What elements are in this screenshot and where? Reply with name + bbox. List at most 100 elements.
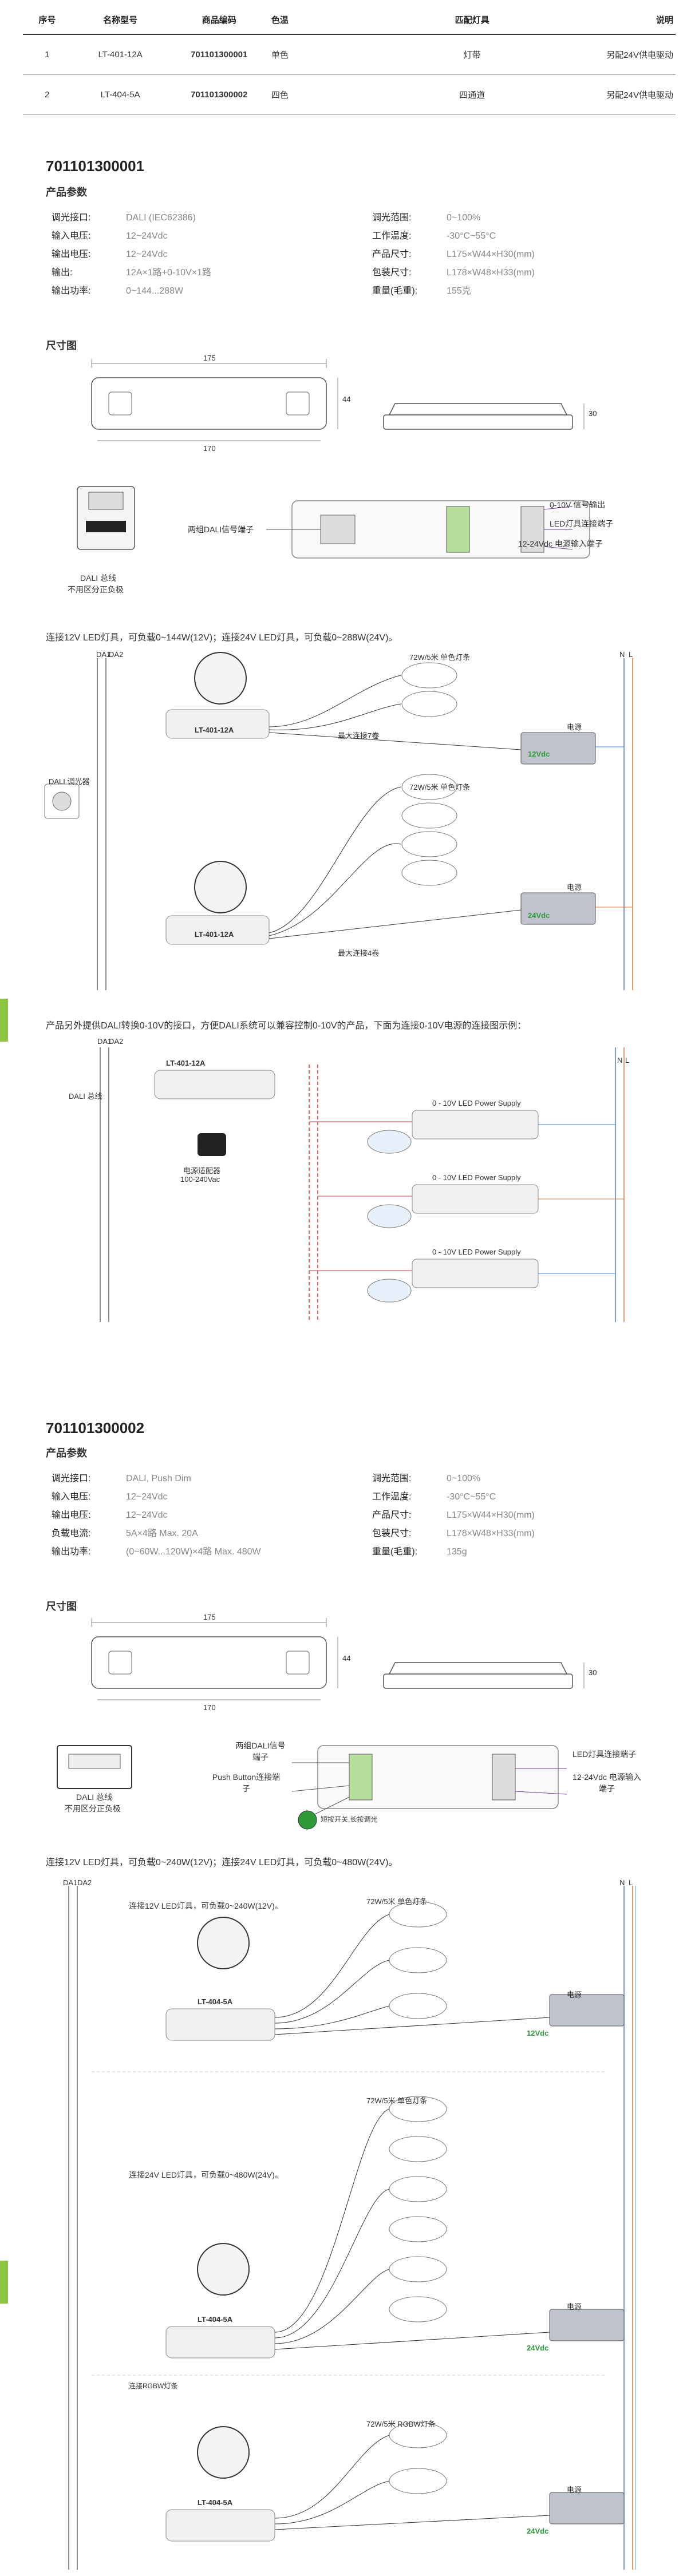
psu010-label: 0 - 10V LED Power Supply: [432, 1099, 521, 1107]
cell-model: LT-404-5A: [71, 74, 169, 115]
cell-note: 另配24V供电驱动: [561, 34, 676, 75]
n-label: N: [617, 1056, 623, 1065]
col-header-no: 序号: [23, 6, 72, 35]
cell-color: 四色: [269, 74, 383, 115]
spec-row: 包装尺寸:L178×W48×H33(mm): [372, 1529, 535, 1538]
spec-row: 调光范围:0~100%: [372, 213, 481, 223]
product2-code-title: 701101300002: [46, 1419, 145, 1437]
model-label: LT-404-5A: [198, 2315, 233, 2324]
product2-spec-left: 调光接口:DALI, Push Dim 输入电压:12~24Vdc 输出电压:1…: [52, 1470, 261, 1561]
dali-bus-label: DALI 总线: [80, 573, 117, 583]
note-24v: 连接24V LED灯具，可负载0~480W(24V)。: [129, 2170, 283, 2179]
strip-label-1: 72W/5米 单色灯条: [409, 653, 471, 662]
psu-label: 电源: [567, 2302, 582, 2311]
product2-spec-right: 调光范围:0~100% 工作温度:-30°C~55°C 产品尺寸:L175×W4…: [372, 1470, 535, 1561]
da1-label: DA1: [97, 1037, 112, 1046]
psu-label: 电源: [567, 723, 582, 731]
product1-para2: 产品另外提供DALI转换0-10V的接口，方便DALI系统可以兼容控制0-10V…: [46, 1021, 527, 1031]
spec-row: 调光范围:0~100%: [372, 1474, 481, 1483]
col-header-color: 色温: [269, 6, 383, 35]
cell-code: 701101300001: [169, 34, 269, 75]
product2-wiring-diagram: [68, 1886, 636, 2570]
table-row: 1 LT-401-12A 701101300001 单色 灯带 另配24V供电驱…: [23, 34, 676, 75]
product2-params-title: 产品参数: [46, 1447, 87, 1459]
dali-bus-vertical-label: DALI 总线: [69, 1092, 102, 1101]
max-connect-4: 最大连接4卷: [338, 949, 380, 957]
spec-row: 重量(毛重):155克: [372, 286, 471, 296]
push-note-label: 短按开关,长按调光: [321, 1815, 378, 1823]
spec-row: 重量(毛重):135g: [372, 1547, 467, 1557]
note-12v: 连接12V LED灯具，可负载0~240W(12V)。: [129, 1901, 283, 1910]
dim-30-label: 30: [589, 409, 597, 418]
dim-170-label: 170: [203, 1703, 216, 1712]
psu-label: 电源: [567, 1991, 582, 1999]
spec-row: 产品尺寸:L175×W44×H30(mm): [372, 250, 535, 259]
product1-dimension-drawing: [91, 359, 585, 441]
product1-spec-right: 调光范围:0~100% 工作温度:-30°C~55°C 产品尺寸:L175×W4…: [372, 209, 535, 300]
col-header-model: 名称型号: [71, 6, 169, 35]
cell-color: 单色: [269, 34, 383, 75]
led-term-label: LED灯具连接端子: [550, 519, 614, 528]
psu-label: 电源: [567, 2486, 582, 2494]
da1-label: DA1: [63, 1878, 78, 1887]
spec-row: 输出电压:12~24Vdc: [52, 250, 168, 259]
adapter-label: 电源适配器: [183, 1166, 221, 1175]
spec-row: 输出:12A×1路+0-10V×1路: [52, 268, 211, 278]
col-header-lamp: 匹配灯具: [382, 6, 562, 35]
dali-bus-label: DALI 总线: [76, 1792, 113, 1802]
l-label: L: [629, 1878, 633, 1887]
dimmer-label: DALI 调光器: [49, 777, 90, 786]
pwr-term-label: 12-24Vdc 电源输入端子: [518, 539, 603, 548]
product1-spec-left: 调光接口:DALI (IEC62386) 输入电压:12~24Vdc 输出电压:…: [52, 209, 211, 300]
model-label: LT-401-12A: [195, 930, 234, 939]
side-tab-2: [0, 2261, 8, 2304]
da2-label: DA2: [77, 1878, 92, 1887]
dali-signal-label: 两组DALI信号端子: [235, 1741, 286, 1762]
spec-row: 工作温度:-30°C~55°C: [372, 231, 496, 241]
spec-row: 调光接口:DALI (IEC62386): [52, 213, 196, 223]
product2-terminal-diagram: [57, 1745, 567, 1830]
product1-terminal-diagram: [77, 486, 590, 559]
spec-row: 包装尺寸:L178×W48×H33(mm): [372, 268, 535, 278]
v24-label: 24Vdc: [528, 911, 550, 920]
dim-175-label: 175: [203, 354, 216, 362]
spec-row: 负载电流:5A×4路 Max. 20A: [52, 1529, 198, 1538]
strip-label: 72W/5米 单色灯条: [366, 1897, 428, 1906]
product2-dims-title: 尺寸图: [46, 1601, 77, 1612]
strip-label-2: 72W/5米 单色灯条: [409, 783, 471, 792]
product1-params-title: 产品参数: [46, 187, 87, 198]
da2-label: DA2: [109, 1037, 124, 1046]
spec-row: 输出功率:0~144...288W: [52, 286, 184, 296]
v24-label: 24Vdc: [527, 2527, 549, 2535]
n-label: N: [619, 650, 625, 659]
strip-label: 72W/5米 RGBW灯条: [366, 2420, 436, 2428]
side-tab-1: [0, 999, 8, 1042]
cell-lamp: 四通道: [382, 74, 562, 115]
col-header-note: 说明: [561, 6, 676, 35]
n-label: N: [619, 1878, 625, 1887]
rgbw-note: 连接RGBW灯条: [129, 2382, 178, 2390]
product1-wiring-diagram-1: [44, 652, 633, 990]
strip-label: 72W/5米 单色灯条: [366, 2096, 428, 2105]
l-label: L: [629, 650, 633, 659]
model-label: LT-401-12A: [166, 1059, 206, 1067]
model-label: LT-401-12A: [195, 726, 234, 734]
psu010-label: 0 - 10V LED Power Supply: [432, 1173, 521, 1182]
v12-label: 12Vdc: [528, 750, 550, 758]
table-header-row: 序号 名称型号 商品编码 色温 匹配灯具 说明: [23, 6, 676, 35]
da1-label: DA1: [96, 650, 111, 659]
da2-label: DA2: [109, 650, 124, 659]
dim-44-label: 44: [342, 395, 351, 403]
product1-code-title: 701101300001: [46, 157, 145, 175]
cell-code: 701101300002: [169, 74, 269, 115]
spec-row: 输入电压:12~24Vdc: [52, 1492, 168, 1502]
spec-row: 输出功率:(0~60W...120W)×4路 Max. 480W: [52, 1547, 261, 1557]
spec-row: 产品尺寸:L175×W44×H30(mm): [372, 1510, 535, 1520]
product1-wiring-diagram-010v: [100, 1047, 625, 1322]
product1-wiring-note: 连接12V LED灯具，可负载0~144W(12V)；连接24V LED灯具，可…: [46, 633, 398, 643]
push-label: Push Button连接端子: [212, 1772, 281, 1793]
dali-signal-label: 两组DALI信号端子: [188, 525, 254, 534]
product-table: 序号 名称型号 商品编码 色温 匹配灯具 说明 1 LT-401-12A 701…: [23, 6, 676, 115]
max-connect-7: 最大连接7卷: [338, 731, 380, 740]
product2-dimension-drawing: [91, 1618, 585, 1700]
